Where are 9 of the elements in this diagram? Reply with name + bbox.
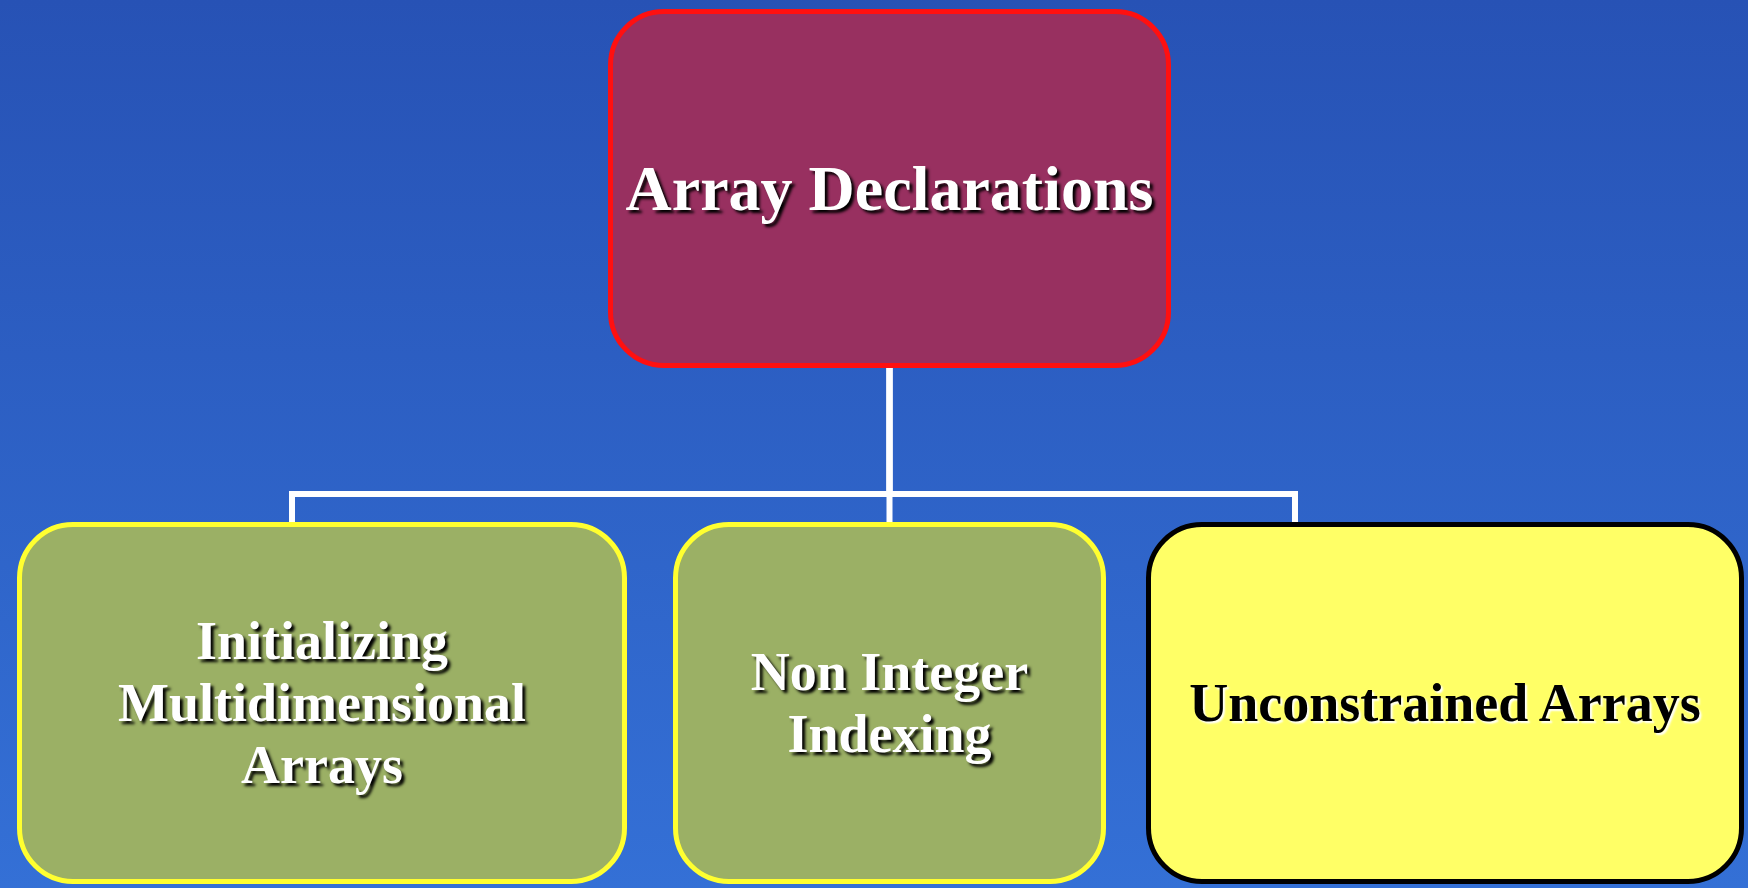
box-label: Unconstrained Arrays bbox=[1189, 671, 1701, 735]
rounded-box bbox=[17, 522, 627, 884]
rounded-box bbox=[608, 9, 1171, 368]
box-label: Non Integer Indexing bbox=[749, 640, 1030, 766]
connector-line bbox=[886, 368, 1298, 522]
rounded-box bbox=[1146, 522, 1744, 884]
box-label: Initializing Multidimensional Arrays bbox=[116, 609, 528, 797]
box-label: Array Declarations bbox=[625, 151, 1154, 226]
rounded-box bbox=[673, 522, 1106, 884]
